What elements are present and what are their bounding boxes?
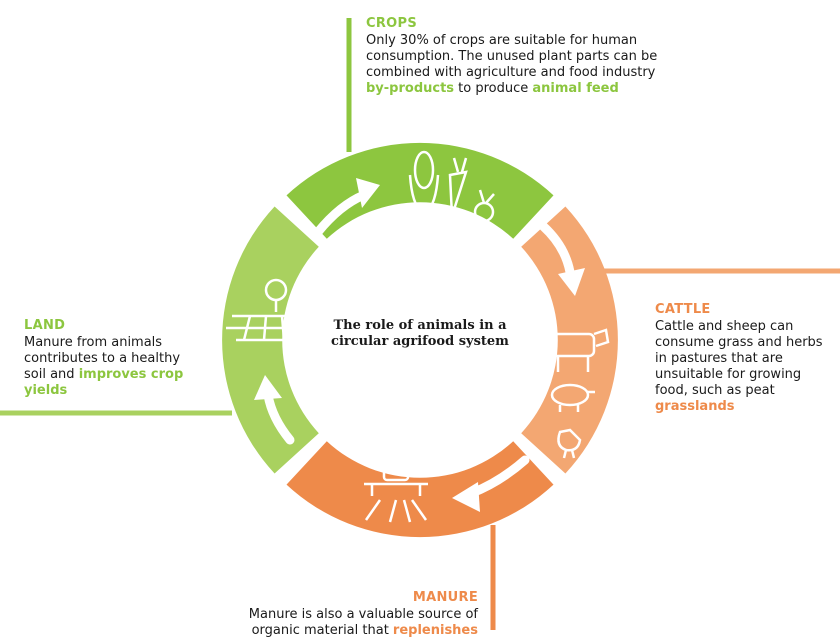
corn-icon bbox=[408, 150, 440, 214]
tree-icon bbox=[264, 278, 288, 312]
cattle-highlight-grasslands: grasslands bbox=[655, 399, 735, 414]
land-text: Manure from animals contributes to a hea… bbox=[24, 335, 181, 382]
arrow-icon bbox=[452, 482, 480, 512]
center-title: The role of animals in a circular agrifo… bbox=[331, 318, 509, 349]
beet-icon bbox=[473, 189, 495, 228]
crops-highlight-animal-feed: animal feed bbox=[532, 81, 619, 96]
arrow-icon bbox=[356, 178, 380, 208]
crops-text: Only 30% of crops are suitable for human… bbox=[366, 33, 658, 80]
crops-text-2: to produce bbox=[454, 81, 533, 96]
crops-title: CROPS bbox=[366, 16, 417, 31]
arrow-icon bbox=[538, 221, 575, 277]
cattle-title: CATTLE bbox=[655, 302, 711, 317]
crops-panel: CROPS Only 30% of crops are suitable for… bbox=[366, 16, 666, 97]
manure-highlight-replenishes: replenishes bbox=[392, 623, 478, 638]
tractor-icon bbox=[364, 460, 428, 523]
pig-icon bbox=[550, 383, 595, 412]
cattle-segment bbox=[521, 206, 618, 474]
carrot-icon bbox=[448, 157, 468, 217]
arrow-icon bbox=[254, 375, 282, 400]
land-title: LAND bbox=[24, 318, 66, 333]
manure-panel: MANURE Manure is also a valuable source … bbox=[200, 590, 478, 639]
chicken-icon bbox=[557, 428, 582, 459]
land-highlight-improves-crop-yields: improves crop yields bbox=[24, 367, 184, 398]
land-panel: LAND Manure from animals contributes to … bbox=[24, 318, 196, 399]
cow-icon bbox=[550, 328, 610, 372]
crops-highlight-byproducts: by-products bbox=[366, 81, 455, 96]
cattle-text: Cattle and sheep can consume grass and h… bbox=[655, 319, 823, 398]
crops-segment bbox=[286, 142, 554, 239]
manure-title: MANURE bbox=[412, 590, 478, 605]
arrow-icon bbox=[558, 268, 585, 296]
field-icon bbox=[226, 314, 322, 342]
cattle-panel: CATTLE Cattle and sheep can consume gras… bbox=[655, 302, 835, 415]
